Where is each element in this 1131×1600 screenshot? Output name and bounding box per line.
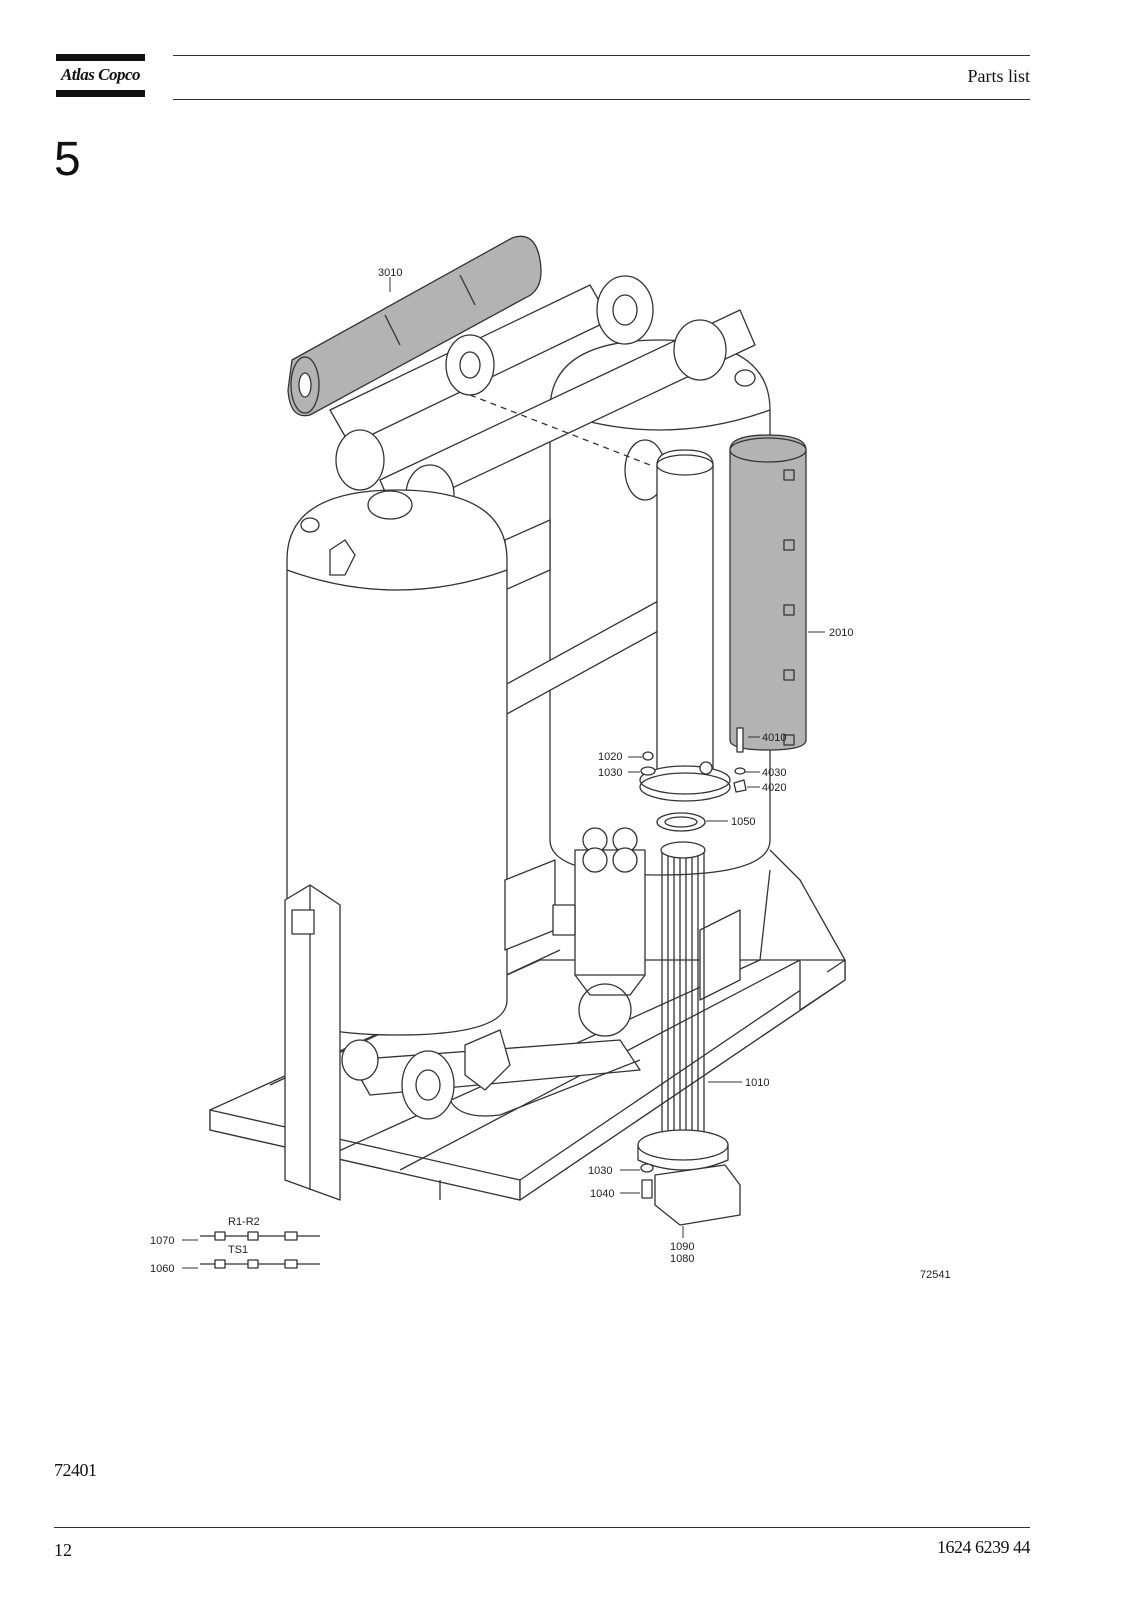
top-insulation-jacket bbox=[287, 235, 542, 417]
cable-assemblies bbox=[200, 1231, 320, 1269]
label-ts1: TS1 bbox=[228, 1244, 248, 1256]
drawing-id: 72401 bbox=[54, 1460, 97, 1480]
callout-4020: 4020 bbox=[762, 782, 786, 794]
chapter-number: 5 bbox=[54, 133, 81, 186]
header-rule-top bbox=[173, 55, 1030, 56]
page-number: 12 bbox=[54, 1540, 72, 1560]
heater-tube bbox=[639, 449, 731, 802]
small-parts bbox=[640, 727, 747, 1199]
callout-3010: 3010 bbox=[378, 267, 402, 279]
section-title: Parts list bbox=[967, 66, 1030, 86]
callout-1030: 1030 bbox=[598, 767, 622, 779]
logo-bar-bottom bbox=[56, 90, 145, 97]
callout-1040: 1040 bbox=[590, 1188, 614, 1200]
callout-1080: 1080 bbox=[670, 1253, 694, 1265]
callout-1090: 1090 bbox=[670, 1241, 694, 1253]
insulation-jacket bbox=[729, 434, 807, 751]
bottom-piping bbox=[341, 859, 741, 1120]
header-rule-bottom bbox=[173, 99, 1030, 100]
heating-element bbox=[637, 841, 741, 1226]
label-r1-r2: R1-R2 bbox=[228, 1216, 260, 1228]
footer-rule bbox=[54, 1527, 1030, 1528]
atlas-copco-logo: Atlas Copco bbox=[56, 54, 145, 98]
callout-2010: 2010 bbox=[829, 627, 853, 639]
logo-bar-top bbox=[56, 54, 145, 61]
leader-lines bbox=[182, 277, 825, 1269]
callout-1070: 1070 bbox=[150, 1235, 174, 1247]
callout-1050: 1050 bbox=[731, 816, 755, 828]
housing bbox=[552, 827, 646, 996]
callout-1020: 1020 bbox=[598, 751, 622, 763]
gasket bbox=[656, 812, 706, 832]
parts-exploded-drawing: 3010 2010 4010 1020 1030 4030 4020 1050 … bbox=[150, 235, 951, 1281]
callout-1010: 1010 bbox=[745, 1077, 769, 1089]
logo-text: Atlas Copco bbox=[60, 65, 141, 84]
callout-4030: 4030 bbox=[762, 767, 786, 779]
image-reference: 72541 bbox=[920, 1269, 951, 1281]
support-post bbox=[284, 884, 341, 1201]
callout-4010: 4010 bbox=[762, 732, 786, 744]
callout-1060: 1060 bbox=[150, 1263, 174, 1275]
document-number: 1624 6239 44 bbox=[937, 1537, 1031, 1557]
callout-1030-lower: 1030 bbox=[588, 1165, 612, 1177]
